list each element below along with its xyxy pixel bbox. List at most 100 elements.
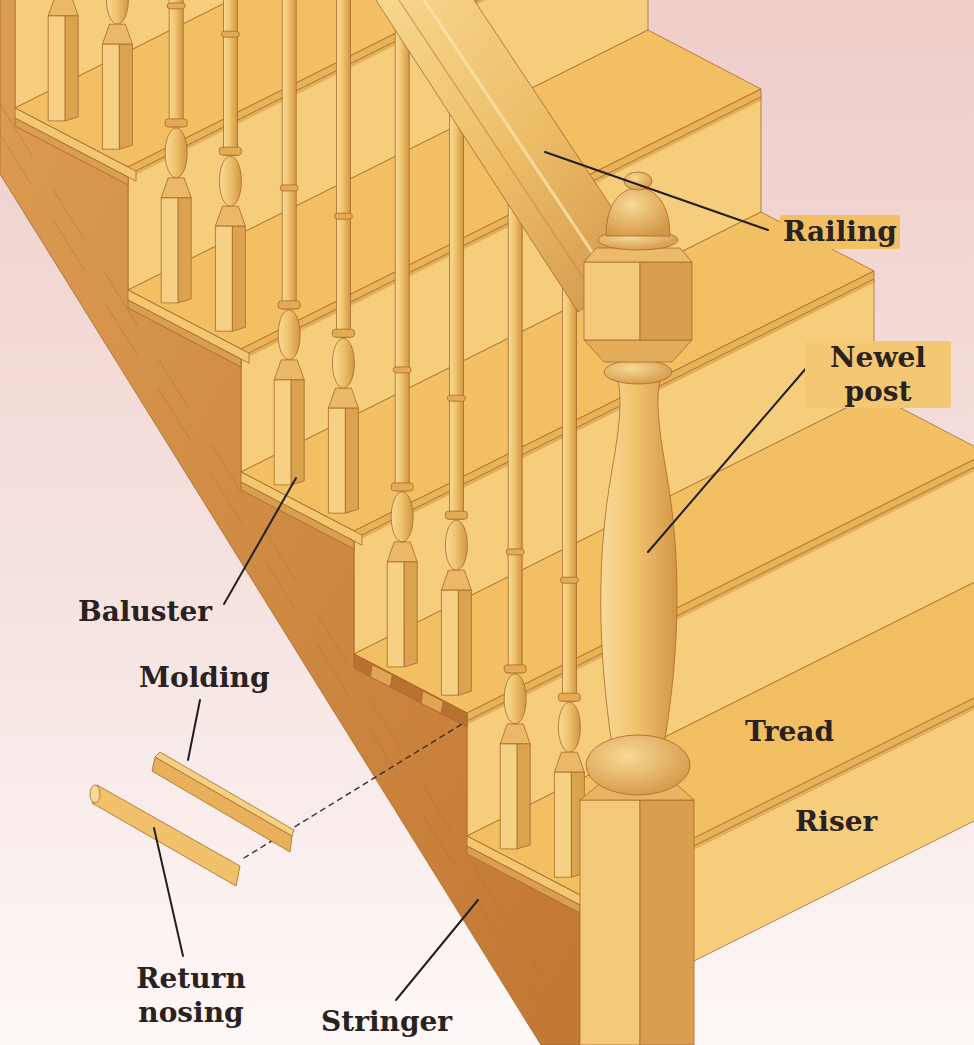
leader-line [224,478,296,604]
baluster-ring [165,119,187,127]
baluster-vase [332,338,354,388]
leader-line [188,700,200,760]
part-label: Railing [780,215,900,249]
leader-line [545,152,768,230]
part-label: Newel post [805,341,951,408]
dovetail-tenon [370,665,392,687]
baluster-base-front [161,198,178,303]
baluster-figure [328,0,358,513]
baluster-ring [280,185,298,191]
baluster-base-front [328,408,345,513]
wood-grain [0,104,541,975]
leader-lines [154,152,808,1000]
baluster-ring [504,665,526,673]
baluster-vase [106,0,128,24]
baluster-figure [387,32,417,667]
baluster-ring [506,549,524,555]
newel-post-figure [580,172,694,1045]
baluster-ring [447,395,465,401]
baluster-vase [278,310,300,360]
baluster-ring [558,693,580,701]
newel-base-front [580,800,640,1045]
baluster-chamfer [215,206,245,226]
molding-piece-top [155,752,294,836]
newel-ring [604,360,672,384]
baluster-chamfer [328,388,358,408]
baluster-base-side [232,226,245,331]
newel-block-front [584,262,640,340]
part-label: Baluster [75,595,215,629]
baluster-chamfer [500,724,530,744]
baluster-ring [391,483,413,491]
part-label: Return nosing [108,962,274,1029]
newel-ball [586,735,690,795]
railing-groove [395,0,598,300]
baluster-shaft [282,0,296,309]
baluster-ring [445,511,467,519]
baluster-base-front [554,772,571,877]
baluster-figure [554,289,584,877]
baluster-shaft [169,0,183,127]
leader-line [154,828,183,956]
baluster-figure [215,0,245,331]
baluster-vase [558,702,580,752]
baluster-figure [102,0,132,149]
baluster-vase [219,156,241,206]
newel-cap-dome [606,188,670,236]
baluster-figure [48,0,78,121]
leader-line [648,366,808,552]
baluster-shaft [449,115,463,519]
baluster-figure [161,0,191,303]
newel-base-side [640,800,694,1045]
baluster-figure [274,0,304,485]
baluster-chamfer [102,24,132,44]
baluster-base-front [500,744,517,849]
baluster-base-front [48,16,65,121]
baluster-chamfer [161,178,191,198]
baluster-base-side [65,16,78,121]
dovetail-tenon [421,691,443,713]
baluster-figure [441,115,471,695]
leader-line [396,900,478,1000]
baluster-base-front [441,590,458,695]
baluster-base-front [274,380,291,485]
exploded-parts [90,724,462,886]
newel-shaft [601,380,677,745]
baluster-base-side [404,562,417,667]
baluster-vase [504,674,526,724]
baluster-ring [219,147,241,155]
baluster-base-side [119,44,132,149]
baluster-shaft [336,0,350,337]
baluster-chamfer [441,570,471,590]
return-nosing-piece [92,785,240,886]
baluster-base-side [291,380,304,485]
baluster-chamfer [554,752,584,772]
baluster-base-front [215,226,232,331]
part-label: Stringer [318,1005,455,1039]
baluster-shaft [562,289,576,701]
baluster-base-side [345,408,358,513]
baluster-chamfer [48,0,78,16]
baluster-base-side [458,590,471,695]
baluster-ring [334,213,352,219]
baluster-shaft [223,0,237,155]
baluster-base-front [387,562,404,667]
part-label: Riser [792,805,880,839]
baluster-vase [391,492,413,542]
baluster-ring [278,301,300,309]
baluster-vase [445,520,467,570]
baluster-figure [500,205,530,848]
railing-highlight [420,0,612,282]
baluster-chamfer [387,542,417,562]
part-label: Tread [742,715,837,749]
part-label: Molding [136,661,272,695]
baluster-shaft [395,32,409,491]
baluster-ring [221,31,239,37]
baluster-shaft [508,205,522,672]
baluster-chamfer [274,360,304,380]
baluster-base-side [517,744,530,849]
baluster-ring [167,3,185,9]
baluster-base-side [178,198,191,303]
baluster-ring [332,329,354,337]
newel-block-side [640,262,692,340]
